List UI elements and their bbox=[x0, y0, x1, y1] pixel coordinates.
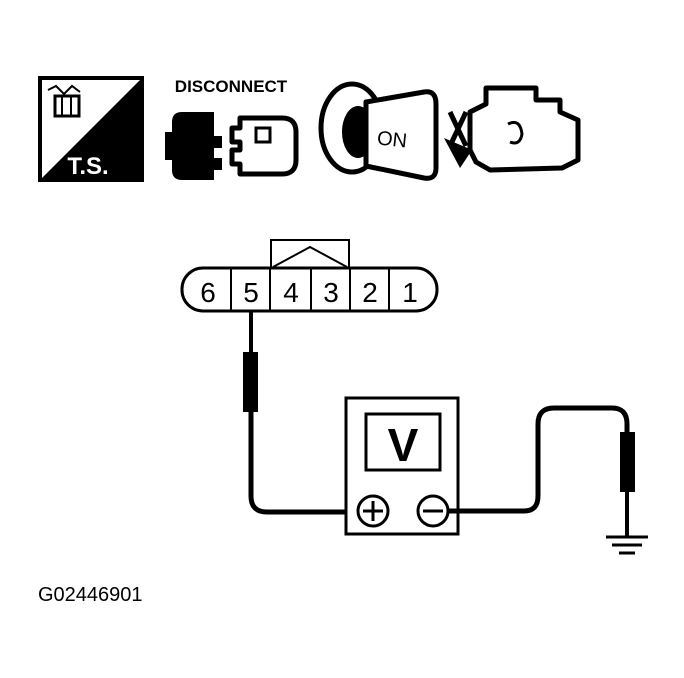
voltmeter-unit-label: V bbox=[388, 419, 419, 471]
negative-probe-lead bbox=[448, 405, 635, 536]
troubleshoot-label: T.S. bbox=[67, 153, 108, 180]
pin-2-label: 2 bbox=[362, 277, 378, 308]
disconnect-label: DISCONNECT bbox=[175, 77, 288, 96]
voltmeter: V bbox=[344, 396, 460, 536]
positive-probe-lead bbox=[243, 311, 356, 515]
figure-code: G02446901 bbox=[38, 584, 143, 606]
pin-6-label: 6 bbox=[200, 277, 216, 308]
disconnect-icon: DISCONNECT bbox=[165, 77, 299, 180]
connector-latch bbox=[270, 239, 350, 269]
ground-icon bbox=[606, 535, 648, 555]
positive-probe-handle bbox=[243, 352, 258, 412]
ignition-key-icon: ON bbox=[318, 81, 439, 181]
troubleshoot-icon: T.S. bbox=[38, 76, 144, 182]
pin-3-label: 3 bbox=[323, 277, 339, 308]
engine-icon bbox=[444, 85, 581, 173]
positive-probe-tip bbox=[249, 311, 253, 353]
voltmeter-display bbox=[364, 412, 442, 472]
pin-1-label: 1 bbox=[402, 277, 418, 308]
negative-probe-handle bbox=[620, 432, 635, 492]
pin-5-label: 5 bbox=[243, 277, 259, 308]
pin-4-label: 4 bbox=[283, 277, 299, 308]
ignition-on-label: ON bbox=[376, 127, 408, 152]
connector-body bbox=[180, 266, 439, 313]
harness-connector: 6 5 4 3 2 1 bbox=[180, 239, 439, 313]
